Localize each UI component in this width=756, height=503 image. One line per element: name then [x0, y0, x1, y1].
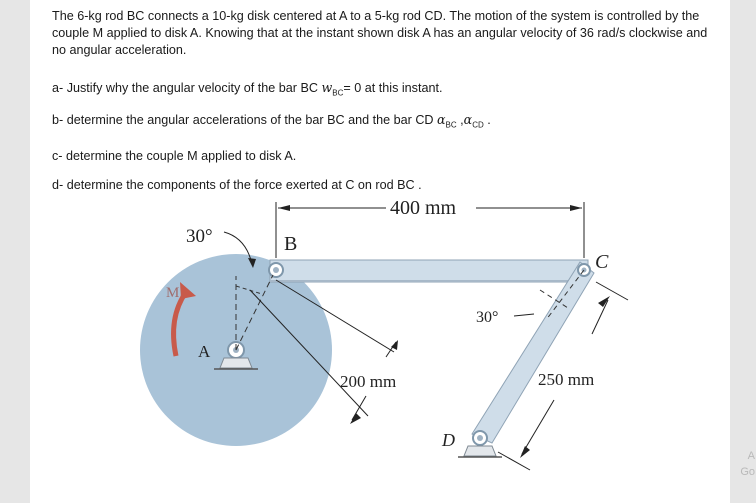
angle-c-tick: [539, 289, 569, 309]
label-dim-200: 200 mm: [340, 372, 396, 391]
question-a: a- Justify why the angular velocity of t…: [52, 80, 443, 98]
label-m: M: [166, 285, 179, 301]
line-ab: [235, 274, 274, 351]
question-c: c- determine the couple M applied to dis…: [52, 149, 297, 163]
dim-400-arrow-left: [278, 205, 290, 211]
support-d: [463, 445, 497, 457]
dim-200-line-a: [249, 289, 369, 417]
dim-250-arrow-top: [598, 296, 610, 307]
problem-statement: The 6-kg rod BC connects a 10-kg disk ce…: [52, 9, 708, 57]
dim-250-arrow-bot: [520, 446, 530, 458]
dim-200-arrow-bot-head: [350, 413, 361, 424]
rod-bc: [269, 259, 589, 283]
worksheet-page: [30, 0, 730, 503]
question-b: b- determine the angular accelerations o…: [52, 112, 491, 130]
dim-200-line-b: [275, 279, 395, 353]
angle-tick-a: [235, 285, 263, 295]
rod-cd: [471, 261, 595, 444]
label-dim-250: 250 mm: [538, 370, 594, 389]
angle-c-ref: [545, 269, 585, 321]
label-c: C: [595, 251, 609, 273]
dim-200-arrow-bot: [351, 395, 367, 421]
edge-text-1: A: [747, 450, 755, 462]
dim-250-ext-top: [595, 281, 629, 301]
label-angle-top: 30°: [186, 226, 213, 247]
dim-250-line-top: [591, 299, 609, 335]
dim-250-line-bot: [521, 399, 555, 455]
support-a: [219, 357, 253, 369]
moment-arrow-head: [180, 282, 196, 299]
label-dim-400: 400 mm: [390, 197, 457, 219]
dim-200-arrow-top-head: [391, 340, 398, 350]
label-b: B: [284, 233, 297, 255]
pin-b-center: [273, 267, 279, 273]
edge-text-2: Go: [740, 466, 755, 478]
angle-leader-mid: [513, 313, 535, 317]
pin-d-center: [477, 435, 483, 441]
question-d: d- determine the components of the force…: [52, 178, 422, 192]
label-a: A: [198, 342, 211, 361]
label-angle-mid: 30°: [476, 309, 498, 326]
dim-250-ext-bot: [497, 451, 531, 471]
label-d: D: [441, 430, 455, 450]
dim-400-arrow-right: [570, 205, 582, 211]
angle-leader-arrow: [248, 258, 256, 268]
